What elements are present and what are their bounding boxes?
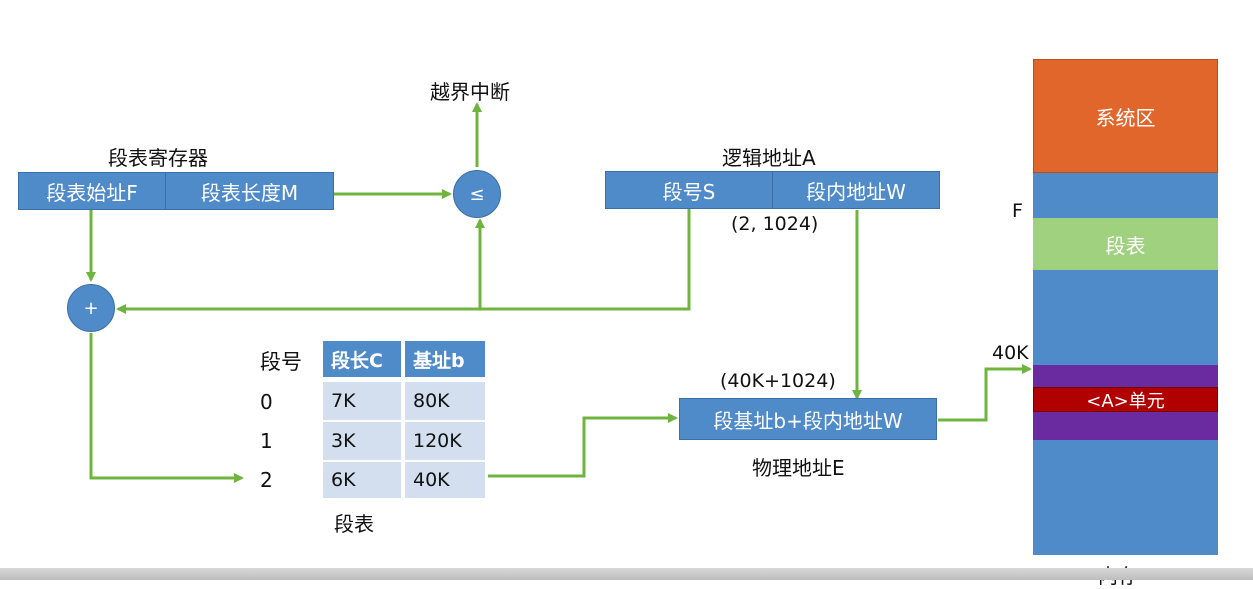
table-row-index: 0 [260,390,273,414]
table-caption: 段表 [334,512,374,536]
table-header-base: 基址b [405,341,485,377]
arrow-base-to-physical [488,413,678,478]
table-row-index: 1 [260,429,273,453]
logical-offset-field: 段内地址W [772,171,940,209]
table-cell-base: 120K [405,420,485,460]
physical-address-value: (40K+1024) [720,370,836,392]
memory-label-40k: 40K [992,342,1029,364]
memory-system-area: 系统区 [1033,59,1218,173]
seg-register-title: 段表寄存器 [108,146,208,170]
memory-unit-a: <A>单元 [1033,387,1218,412]
arrow-segment-to-adder [116,208,691,314]
table-row-index: 2 [260,468,273,492]
table-cell-base: 40K [405,460,485,498]
arrow-physical-to-memory [938,364,1032,422]
memory-block [1033,173,1218,218]
memory-label-f: F [1012,200,1023,222]
table-cell-length: 3K [323,420,403,460]
seg-register-length-field: 段表长度M [165,172,334,210]
table-header-length: 段长C [323,341,403,377]
memory-block [1033,270,1218,365]
memory-segment-table: 段表 [1033,218,1218,270]
logical-address-title: 逻辑地址A [722,146,816,170]
table-cell-base: 80K [405,380,485,420]
physical-address-formula: 段基址b+段内地址W [679,398,937,440]
logical-address-value: (2, 1024) [731,213,819,235]
physical-address-title: 物理地址E [752,456,845,480]
table-cell-length: 7K [323,380,403,420]
arrow-adder-to-row2 [89,333,244,483]
table-index-header: 段号 [260,350,302,374]
table-cell-length: 6K [323,460,403,498]
seg-register-start-field: 段表始址F [18,172,166,210]
interrupt-label: 越界中断 [430,80,510,104]
bottom-bar [0,568,1253,580]
memory-block [1033,440,1218,555]
adder-node: + [67,284,115,332]
compare-node: ≤ [453,170,501,218]
logical-segment-field: 段号S [605,171,773,209]
